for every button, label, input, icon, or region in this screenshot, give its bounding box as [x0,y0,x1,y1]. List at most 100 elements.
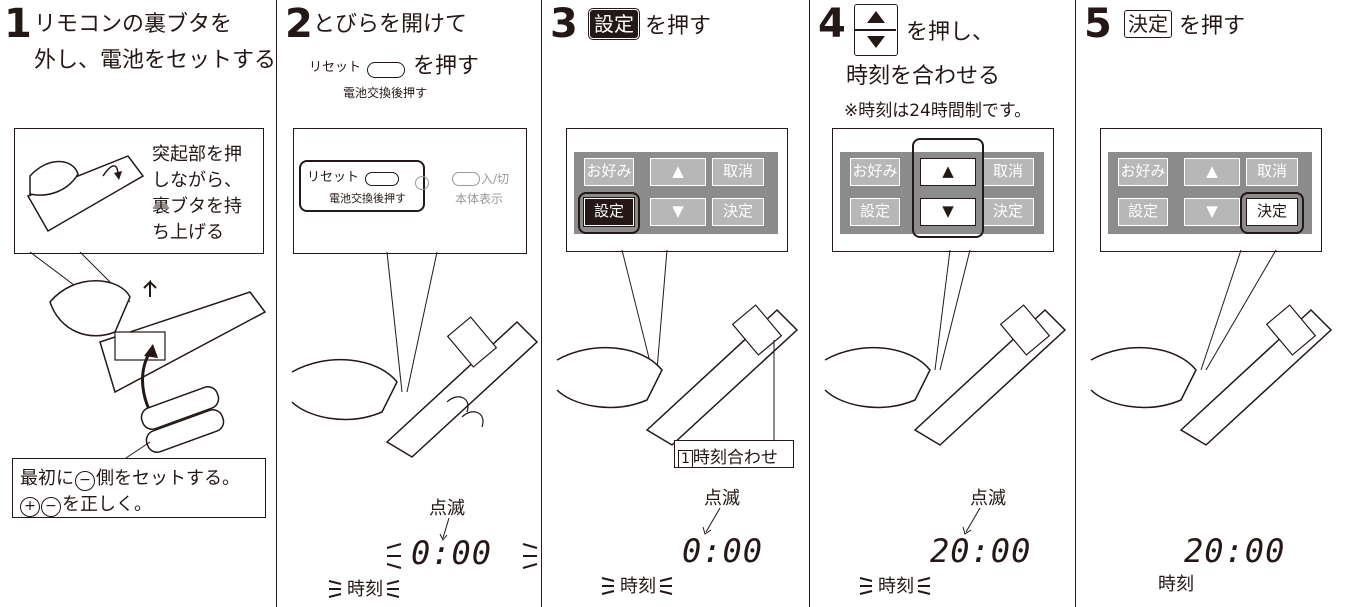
step-1-note-line2-b: を正しく。 [62,494,152,515]
step-5-remote-illustration [1090,249,1333,446]
step-4-title-line2: 時刻を合わせる [846,64,1001,89]
step-1-note-line1-b: 側をセットする。 [96,468,240,489]
step-1-note-line1: 最初に−側をセットする。 [20,464,240,491]
step-1-callout-line3: 裏ブタを持 [152,196,242,217]
step-5-time-display: 20:00 [1184,532,1286,570]
minus-circle-icon: − [41,497,61,517]
reset-button-icon [367,62,405,78]
step-5-title-suffix: を押す [1179,14,1246,39]
step-2-sub-note: 電池交換後押す [343,86,428,100]
step-2-title: とびらを開けて [313,12,468,37]
kettei-key-icon: 決定 [1124,10,1172,38]
step-1-cover-illustration [26,155,145,233]
step-4-key-up[interactable]: ▲ [920,158,976,186]
step-4-time-label: 時刻 [878,576,914,597]
down-triangle-icon [867,36,885,48]
step-3-key-down[interactable]: ▼ [650,198,706,226]
step-3-key-kettei[interactable]: 決定 [712,198,764,226]
step-4-title-suffix: を押し、 [906,20,995,45]
step-5-title: 決定 を押す [1124,10,1245,42]
step-1-callout-line1: 突起部を押 [152,144,242,165]
power-button[interactable] [452,172,480,186]
step-4-updown-highlight [912,138,984,238]
step-4-note: ※時刻は24時間制です。 [844,101,1032,121]
step-2-time-display: 0:00 [411,534,493,572]
step-1-note-line2: +−を正しく。 [20,490,152,517]
step-4-blink-arrow [962,507,981,535]
step-1-title-line2: 外し、電池をセットする [34,48,277,73]
step-2-panel-power: 入/切 [481,172,510,186]
step-4: 4 を押し、 時刻を合わせる ※時刻は24時間制です。 お好み ▲ 取消 設定 … [810,0,1075,607]
step-2-panel-zoom [293,128,527,254]
plus-circle-icon: + [20,497,40,517]
step-3-title: 設定 を押す [588,8,712,42]
step-3-title-suffix: を押す [645,14,712,39]
step-2-panel-reset: リセット [307,170,360,185]
step-1-battery-illustration [29,251,267,463]
step-3-settei-highlight [578,192,640,234]
step-4-key-kettei[interactable]: 決定 [982,198,1034,226]
step-1-title-line1: リモコンの裏ブタを [34,12,233,37]
step-1-note-box [12,458,266,518]
step-2-remote-illustration [291,251,539,458]
step-3-blink-arrow [702,507,721,535]
step-2-blink: 点滅 [429,498,465,519]
step-2-time-flash-marks [386,543,538,569]
step-4-number: 4 [818,1,846,47]
step-4-key-settei[interactable]: 設定 [850,198,900,226]
step-2-sub-reset: リセット [309,60,362,75]
step-3-number: 3 [550,1,578,47]
step-2-panel-display: 本体表示 [455,192,504,206]
step-3-label-flash-marks [601,577,673,595]
step-3-time-display: 0:00 [682,532,764,570]
up-down-key-icon [854,4,898,56]
step-2-number: 2 [285,1,313,47]
step-5-kettei-highlight [1240,192,1304,234]
settei-key-icon: 設定 [588,8,640,40]
divider-2 [541,0,542,607]
step-2-panel-reset-note: 電池交換後押す [329,192,406,205]
step-5-key-okonomi[interactable]: お好み [1118,158,1168,186]
step-3-time-label: 時刻 [620,576,656,597]
step-5-key-up[interactable]: ▲ [1184,158,1240,186]
step-4-key-down[interactable]: ▼ [920,198,976,226]
step-5-key-kettei[interactable]: 決定 [1246,198,1298,226]
step-4-key-cancel[interactable]: 取消 [982,158,1034,186]
step-5-key-settei[interactable]: 設定 [1118,198,1168,226]
step-3-key-up[interactable]: ▲ [650,158,706,186]
minus-circle-icon: − [75,471,95,491]
step-2-sub-press: を押す [413,54,480,79]
up-triangle-icon [867,11,885,23]
step-2-label-flash-marks [328,580,400,598]
step-3-key-okonomi[interactable]: お好み [584,158,634,186]
step-4-blink: 点滅 [970,488,1006,509]
step-5-key-down[interactable]: ▼ [1184,198,1240,226]
step-1-callout-line4: ち上げる [152,222,224,243]
step-3-remote-illustration [556,249,799,446]
divider-3 [809,0,810,607]
step-4-remote-illustration [824,249,1067,446]
step-5-key-cancel[interactable]: 取消 [1246,158,1298,186]
step-1: 1 リモコンの裏ブタを 外し、電池をセットする 突起部を押 しながら、 裏ブタを… [0,0,276,607]
reset-button[interactable] [365,172,399,186]
step-5: 5 決定 を押す お好み ▲ 取消 設定 ▼ 決定 20:00 時刻 [1076,0,1351,607]
step-3-key-cancel[interactable]: 取消 [712,158,764,186]
step-5-number: 5 [1084,1,1112,47]
step-5-time-label: 時刻 [1158,574,1194,595]
step-4-key-okonomi[interactable]: お好み [850,158,900,186]
indicator-lamp-icon [415,176,429,190]
step-3-key-settei[interactable]: 設定 [583,197,635,227]
step-3-menu-tag [674,440,794,468]
divider-4 [1075,0,1076,607]
step-1-note-line1-a: 最初に [20,468,74,489]
step-1-callout-line2: しながら、 [152,170,242,191]
step-2-blink-arrow [439,517,450,541]
step-1-number: 1 [4,1,32,47]
step-3-menu-label: 時刻合わせ [692,448,778,468]
step-4-time-display: 20:00 [930,532,1032,570]
step-4-label-flash-marks [859,577,931,595]
step-2: 2 とびらを開けて リセット を押す 電池交換後押す リセット 電池交換後押す … [277,0,541,607]
step-3-menu-index: 1 [678,450,693,468]
